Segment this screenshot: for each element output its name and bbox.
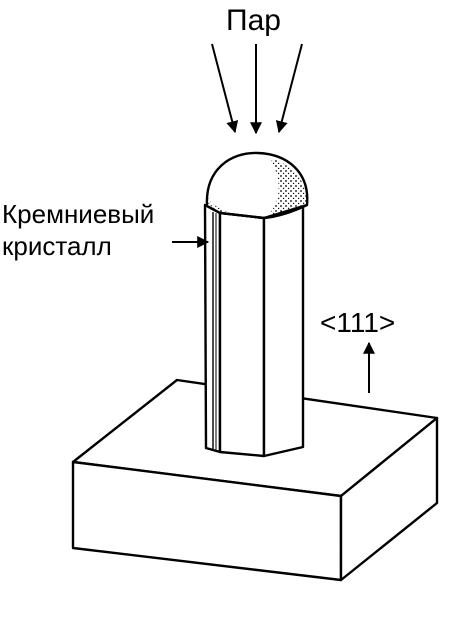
cap-shading [266,158,307,217]
cap-rim [206,203,308,220]
direction-label: <111> [320,307,396,338]
vapor-label: Пар [226,4,281,37]
vapor-arrows [211,43,303,135]
molten-cap [205,151,309,220]
substrate-block [71,378,439,582]
vapor-arrow-left-icon [211,43,239,134]
vapor-arrow-right-icon [275,43,303,134]
substrate-side-face [339,416,439,582]
crystal-label-line2: кристалл [2,231,112,261]
cap-shading-2 [208,198,232,214]
whisker-right-face [262,203,305,458]
silicon-whisker [203,203,305,458]
whisker-front-face [218,211,266,458]
crystal-label-line1: Кремниевый [2,199,155,229]
